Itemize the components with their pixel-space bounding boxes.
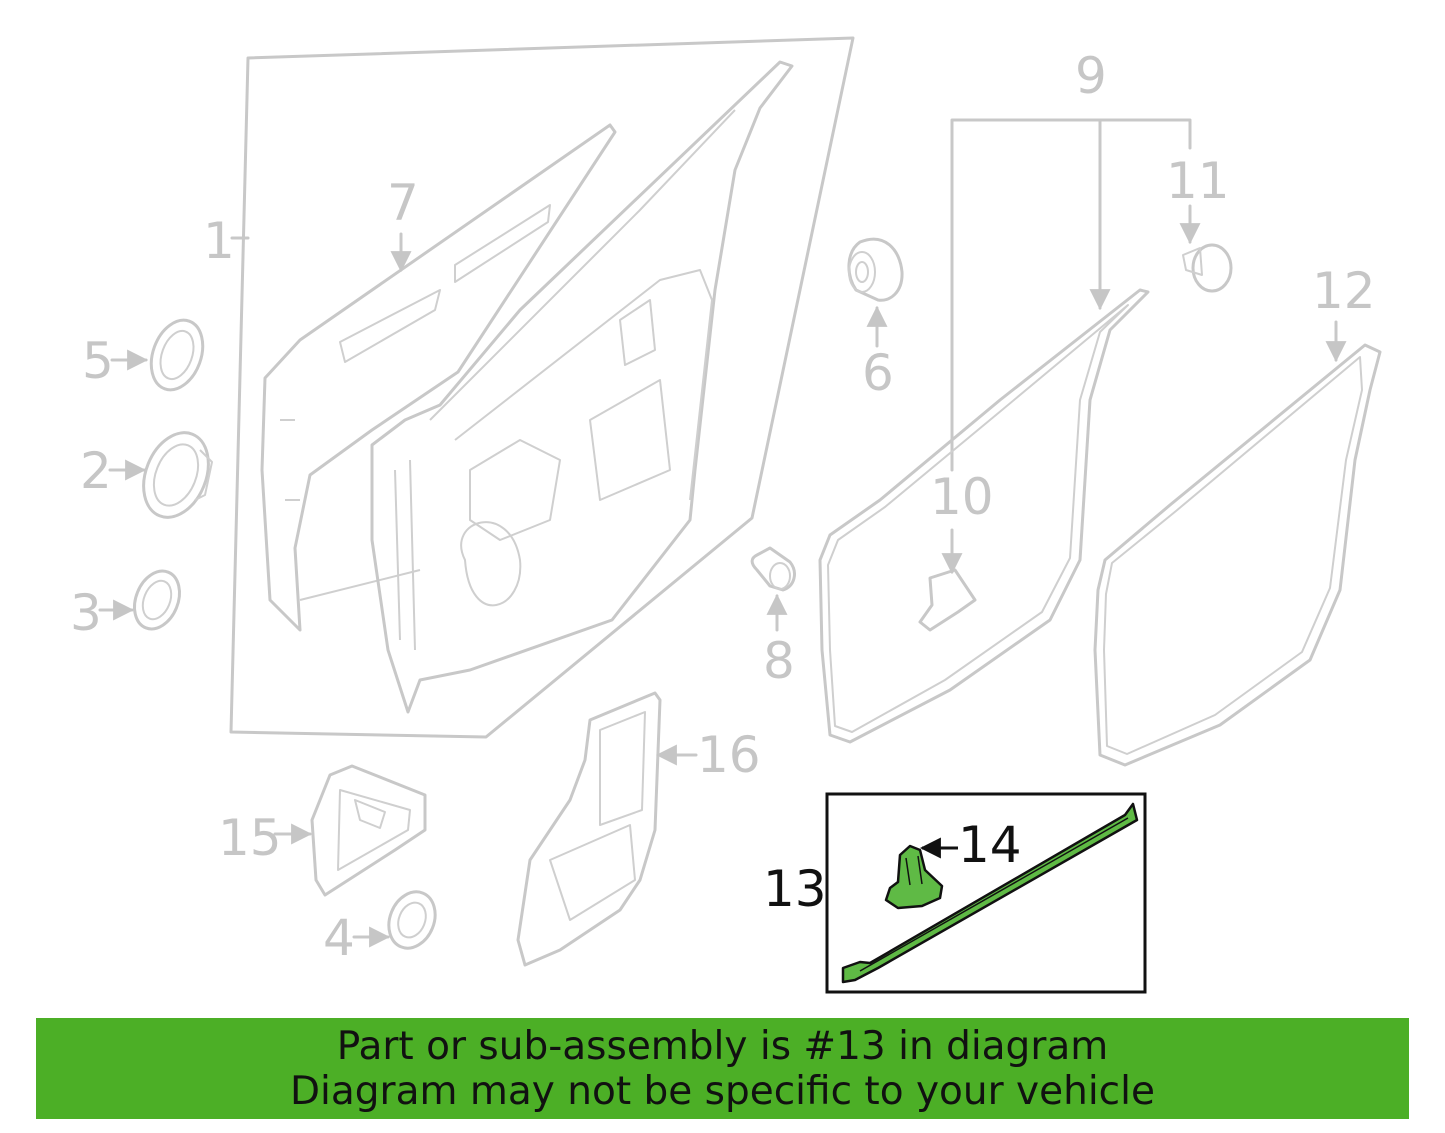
door-outer-panel bbox=[260, 123, 617, 632]
part-10-clip bbox=[918, 568, 977, 632]
callout-4: 4 bbox=[323, 909, 355, 967]
callout-3: 3 bbox=[70, 584, 102, 642]
callout-5: 5 bbox=[82, 332, 114, 390]
door-inner-panel bbox=[370, 60, 794, 714]
callout-8: 8 bbox=[763, 632, 795, 690]
callout-13: 13 bbox=[763, 860, 827, 918]
part-2-plug bbox=[142, 431, 213, 519]
part-8-stopper bbox=[750, 546, 796, 592]
callout-1: 1 bbox=[203, 212, 235, 270]
part-11-push-clip bbox=[1182, 243, 1233, 293]
highlight-box-part-13 bbox=[825, 792, 1147, 994]
part-4-ring bbox=[387, 890, 437, 950]
part-13-sill-strip bbox=[841, 802, 1139, 984]
part-3-ring bbox=[133, 569, 181, 631]
callout-2: 2 bbox=[80, 442, 112, 500]
part-5-grommet bbox=[149, 318, 205, 392]
part-12-body-weatherstrip bbox=[1093, 343, 1382, 767]
part-16-trim-panel bbox=[516, 691, 662, 967]
callout-16: 16 bbox=[697, 726, 761, 784]
part-14-clip bbox=[884, 844, 944, 910]
info-banner: Part or sub-assembly is #13 in diagram D… bbox=[36, 1018, 1409, 1119]
part-9-door-weatherstrip bbox=[818, 288, 1150, 744]
callout-11: 11 bbox=[1166, 152, 1230, 210]
part-6-bushing bbox=[847, 237, 904, 302]
callout-12: 12 bbox=[1312, 262, 1376, 320]
callout-15: 15 bbox=[218, 809, 282, 867]
part-15-bracket bbox=[310, 764, 427, 897]
callout-14: 14 bbox=[958, 816, 1022, 874]
door-assembly-outline bbox=[229, 36, 855, 739]
callout-9: 9 bbox=[1075, 47, 1107, 105]
callout-7: 7 bbox=[387, 174, 419, 232]
callout-6: 6 bbox=[862, 344, 894, 402]
banner-line-2: Diagram may not be specific to your vehi… bbox=[290, 1068, 1155, 1114]
callout-10: 10 bbox=[930, 468, 994, 526]
banner-line-1: Part or sub-assembly is #13 in diagram bbox=[336, 1023, 1109, 1069]
